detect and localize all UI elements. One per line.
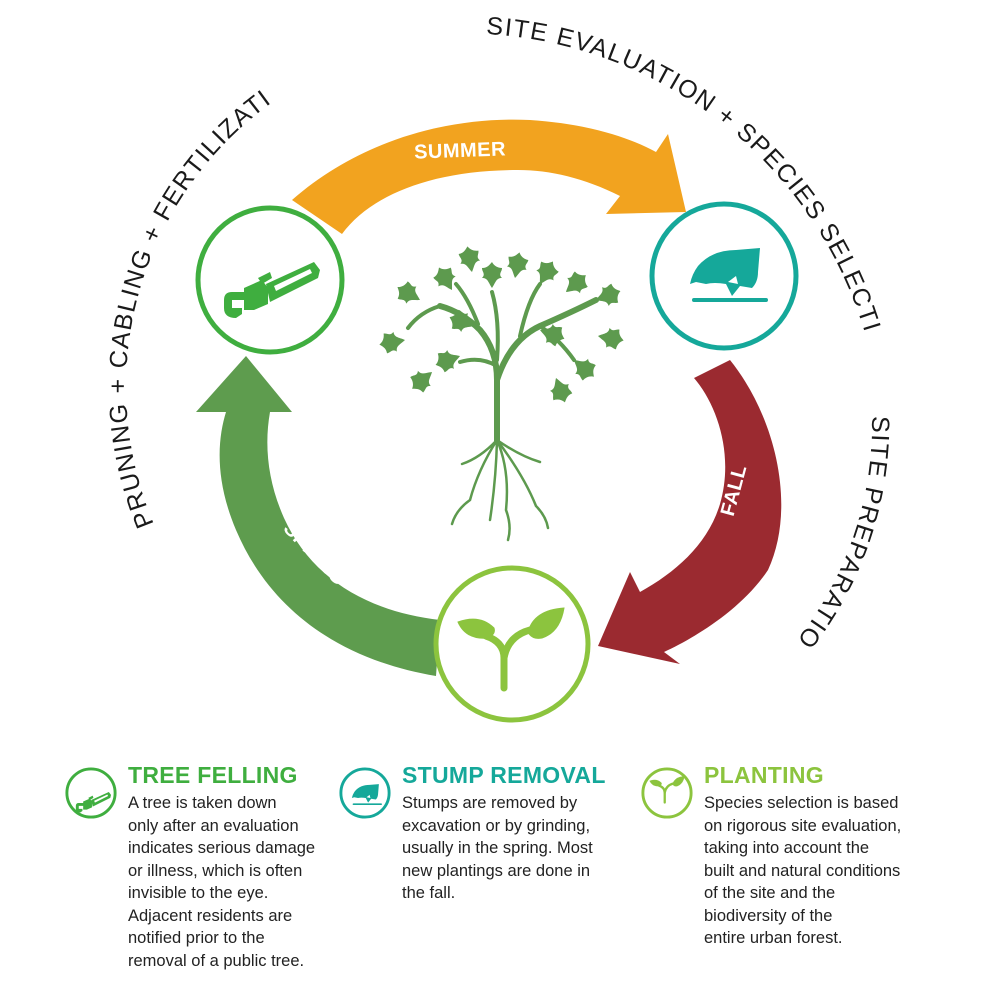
legend-title-felling: TREE FELLING <box>128 762 298 788</box>
legend-text-planting: Species selection is based on rigorous s… <box>704 794 902 947</box>
season-label-summer: SUMMER <box>414 138 507 163</box>
stump-icon <box>339 767 391 819</box>
fall-arrow <box>598 360 782 664</box>
sprout-icon <box>641 767 693 819</box>
legend-text-felling: A tree is taken down only after an evalu… <box>128 794 316 970</box>
legend-title-stump: STUMP REMOVAL <box>402 762 606 788</box>
summer-arrow <box>292 119 686 234</box>
legend-text-stump: Stumps are removed by excavation or by g… <box>402 794 593 902</box>
stump-node <box>649 201 799 351</box>
legend-title-planting: PLANTING <box>704 762 824 788</box>
spring-arrow <box>196 356 440 676</box>
chainsaw-icon <box>65 767 117 819</box>
tree-with-roots-icon <box>377 244 626 542</box>
felling-node <box>195 205 345 355</box>
planting-node <box>433 565 591 723</box>
